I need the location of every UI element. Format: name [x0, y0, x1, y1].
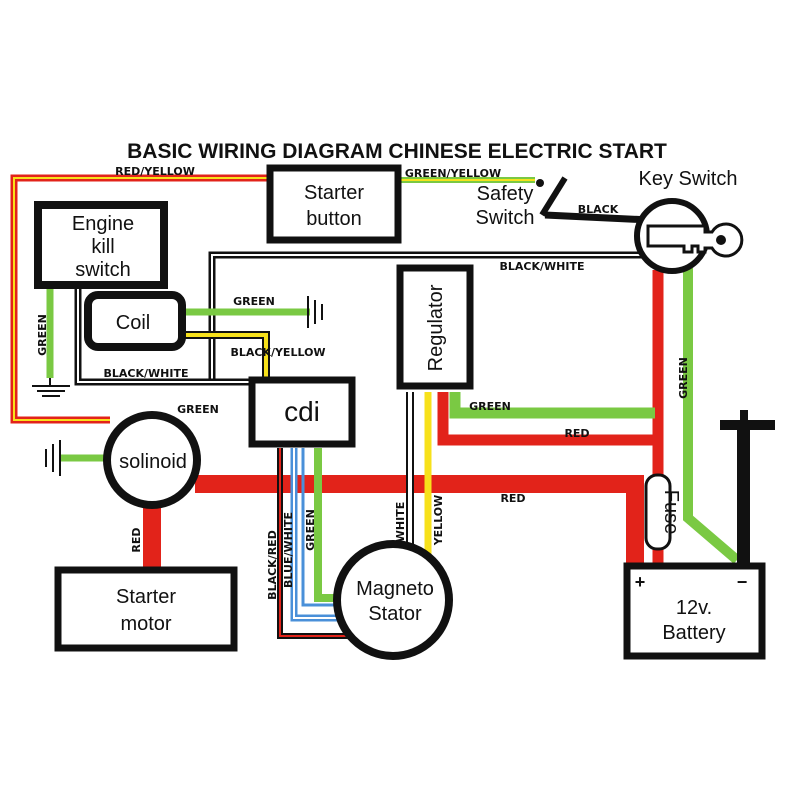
wire-label-blue-white: BLUE/WHITE	[282, 512, 295, 588]
ground-symbol-solenoid	[45, 440, 61, 476]
fuse: Fuse	[644, 473, 682, 551]
cdi-label: cdi	[284, 396, 320, 427]
wire-black-white-left	[74, 282, 255, 386]
safety-switch-contact	[539, 176, 568, 217]
key-icon	[646, 222, 744, 258]
wire-black-red	[277, 448, 350, 639]
cdi-unit: cdi	[248, 376, 356, 448]
wire-label-green-yellow: GREEN/YELLOW	[405, 167, 501, 180]
diagram-title: BASIC WIRING DIAGRAM CHINESE ELECTRIC ST…	[127, 140, 667, 163]
wire-green-cdi	[195, 424, 252, 440]
wire-black-key	[544, 211, 651, 224]
battery-negative-post	[737, 426, 750, 566]
safety-switch-label-2: Switch	[476, 207, 535, 229]
solenoid: solinoid	[103, 411, 201, 509]
wire-label-black: BLACK	[578, 203, 619, 216]
magneto-stator: Magneto Stator	[333, 540, 453, 660]
kill-switch-label-3: switch	[75, 259, 131, 281]
battery: + − 12v. Battery	[623, 562, 766, 660]
wire-black-yellow	[182, 331, 270, 382]
battery-plus-sign: +	[635, 572, 646, 592]
wire-label-white: WHITE	[394, 502, 407, 542]
safety-switch-label-1: Safety	[477, 183, 534, 205]
key-switch-label: Key Switch	[639, 168, 738, 190]
wire-label-green-coil: GREEN	[233, 295, 275, 308]
regulator: Regulator	[396, 264, 474, 390]
wire-label-green-cdi: GREEN	[177, 403, 219, 416]
wire-red-regulator	[437, 392, 658, 446]
wire-label-red-regulator: RED	[564, 427, 589, 440]
ground-symbol-kill	[32, 378, 70, 397]
wire-label-red-motor: RED	[130, 527, 143, 552]
wire-label-black-white-top: BLACK/WHITE	[500, 260, 585, 273]
wire-label-red-yellow: RED/YELLOW	[115, 165, 195, 178]
starter-button-label-1: Starter	[304, 182, 364, 204]
stator-label-1: Magneto	[356, 578, 434, 600]
ground-symbol-coil	[307, 296, 323, 328]
wire-green-key	[683, 268, 741, 564]
wire-green-stator	[314, 448, 340, 602]
wire-red-yellow	[10, 174, 270, 424]
wire-label-yellow: YELLOW	[432, 495, 445, 547]
ignition-coil: Coil	[84, 291, 186, 351]
kill-switch-label-1: Engine	[72, 213, 134, 235]
fuse-label: Fuse	[660, 490, 682, 534]
wire-label-green-regulator: GREEN	[469, 400, 511, 413]
wire-label-green-key: GREEN	[677, 357, 690, 399]
solenoid-label: solinoid	[119, 451, 187, 473]
starter-motor-label-1: Starter	[116, 586, 176, 608]
battery-label-2: Battery	[662, 622, 725, 644]
ground-plate-top	[740, 410, 748, 424]
battery-minus-sign: −	[737, 572, 748, 592]
key-switch: Key Switch	[634, 168, 744, 274]
safety-switch: Safety Switch	[476, 176, 568, 229]
wire-blue-white	[290, 448, 345, 622]
coil-label: Coil	[116, 312, 150, 334]
starter-button-label-2: button	[306, 208, 362, 230]
wire-label-black-white-left: BLACK/WHITE	[104, 367, 189, 380]
engine-kill-switch: Engine kill switch	[34, 201, 168, 289]
battery-label-1: 12v.	[676, 597, 712, 619]
starter-button: Starter button	[266, 164, 402, 244]
wire-green-regulator	[449, 392, 655, 419]
stator-label-2: Stator	[368, 603, 422, 625]
wire-label-red-main: RED	[500, 492, 525, 505]
wire-label-green-stator: GREEN	[304, 509, 317, 551]
wire-red-main	[195, 475, 644, 565]
regulator-label: Regulator	[425, 284, 447, 371]
starter-motor: Starter motor	[54, 566, 238, 652]
starter-motor-label-2: motor	[120, 613, 171, 635]
wire-label-black-red: BLACK/RED	[266, 530, 279, 600]
kill-switch-label-2: kill	[91, 236, 114, 258]
wire-label-green-kill: GREEN	[36, 314, 49, 356]
wire-label-black-yellow: BLACK/YELLOW	[230, 346, 325, 359]
ground-plate	[720, 420, 775, 430]
